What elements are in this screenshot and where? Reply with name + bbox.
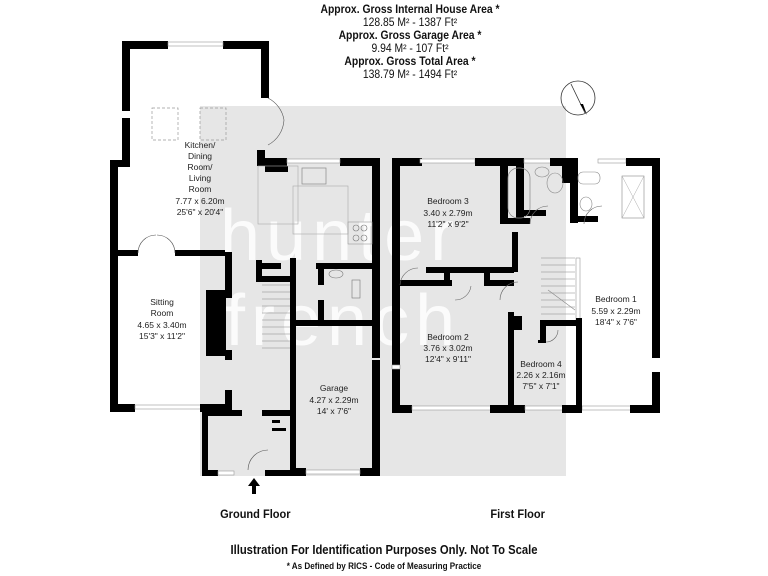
svg-text:5.59 x 2.29m: 5.59 x 2.29m <box>591 306 640 316</box>
entrance-arrow-icon <box>248 478 260 494</box>
svg-text:25'6" x 20'4": 25'6" x 20'4" <box>177 207 224 217</box>
room-label-bedroom-2: Bedroom 2 3.76 x 3.02m 12'4" x 9'11" <box>423 332 472 364</box>
house-area-label: Approx. Gross Internal House Area * <box>320 4 500 16</box>
disclaimer-text: Illustration For Identification Purposes… <box>230 543 538 557</box>
room-label-kitchen: Kitchen/ Dining Room/ Living Room 7.77 x… <box>175 140 224 217</box>
svg-text:12'4" x 9'11": 12'4" x 9'11" <box>425 354 471 364</box>
room-label-bedroom-4: Bedroom 4 2.26 x 2.16m 7'5" x 7'1" <box>516 359 565 391</box>
svg-text:Room: Room <box>151 308 174 318</box>
garage-area-label: Approx. Gross Garage Area * <box>338 30 482 42</box>
svg-text:3.76 x 3.02m: 3.76 x 3.02m <box>423 343 472 353</box>
rics-note: * As Defined by RICS - Code of Measuring… <box>286 561 482 571</box>
svg-text:Garage: Garage <box>320 383 349 393</box>
garage-area-value: 9.94 M² - 107 Ft² <box>371 43 449 55</box>
svg-text:18'4" x 7'6": 18'4" x 7'6" <box>595 317 637 327</box>
total-area-value: 138.79 M² - 1494 Ft² <box>362 69 458 81</box>
svg-text:Bedroom 4: Bedroom 4 <box>520 359 562 369</box>
house-area-value: 128.85 M² - 1387 Ft² <box>362 17 458 29</box>
svg-text:15'3" x 11'2": 15'3" x 11'2" <box>139 331 185 341</box>
svg-text:Kitchen/: Kitchen/ <box>185 140 216 150</box>
room-label-sitting-room: Sitting Room 4.65 x 3.40m 15'3" x 11'2" <box>137 297 186 341</box>
svg-text:Sitting: Sitting <box>150 297 174 307</box>
svg-text:Living: Living <box>189 173 211 183</box>
svg-text:Room/: Room/ <box>187 162 213 172</box>
room-label-bedroom-1: Bedroom 1 5.59 x 2.29m 18'4" x 7'6" <box>591 294 640 327</box>
svg-text:Bedroom 2: Bedroom 2 <box>427 332 469 342</box>
svg-text:Bedroom 3: Bedroom 3 <box>427 196 469 206</box>
compass-north-arrow-icon <box>560 80 596 116</box>
svg-text:7'5" x 7'1": 7'5" x 7'1" <box>522 381 559 391</box>
first-floor-plan <box>391 158 660 413</box>
svg-text:4.27 x 2.29m: 4.27 x 2.29m <box>309 395 358 405</box>
svg-text:Room: Room <box>189 184 212 194</box>
ground-floor-label: Ground Floor <box>220 507 291 521</box>
ground-floor-plan <box>110 41 380 476</box>
room-label-garage: Garage 4.27 x 2.29m 14' x 7'6" <box>309 383 358 416</box>
svg-text:3.40 x 2.79m: 3.40 x 2.79m <box>423 208 472 218</box>
first-floor-label: First Floor <box>490 507 545 521</box>
svg-text:4.65 x 3.40m: 4.65 x 3.40m <box>137 320 186 330</box>
svg-text:Dining: Dining <box>188 151 212 161</box>
total-area-label: Approx. Gross Total Area * <box>344 56 476 68</box>
svg-text:11'2" x 9'2": 11'2" x 9'2" <box>427 219 468 229</box>
svg-text:14' x 7'6": 14' x 7'6" <box>317 406 351 416</box>
area-summary: Approx. Gross Internal House Area * 128.… <box>302 4 518 82</box>
svg-text:7.77 x 6.20m: 7.77 x 6.20m <box>175 196 224 206</box>
svg-text:Bedroom 1: Bedroom 1 <box>595 294 637 304</box>
room-label-bedroom-3: Bedroom 3 3.40 x 2.79m 11'2" x 9'2" <box>423 196 472 229</box>
svg-text:2.26 x 2.16m: 2.26 x 2.16m <box>516 370 565 380</box>
